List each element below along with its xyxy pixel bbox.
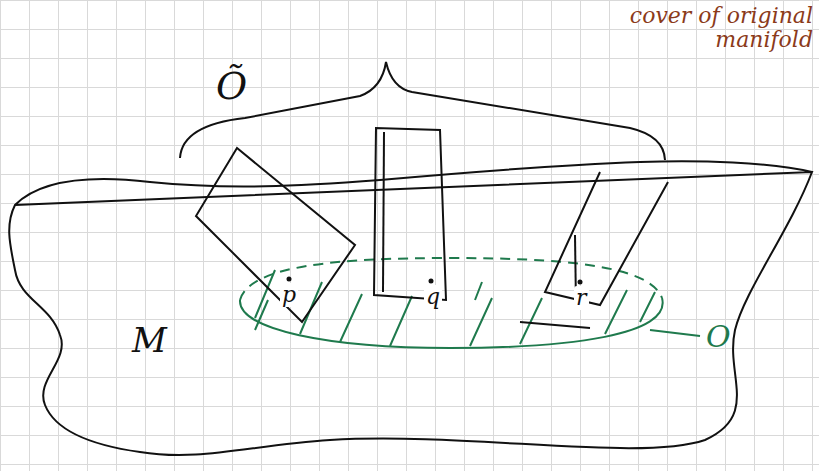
cover-label: Õ — [214, 66, 249, 108]
manifold-outline — [9, 161, 812, 455]
point-label: r — [574, 286, 589, 310]
brace — [180, 62, 665, 160]
point-label: q — [424, 285, 442, 309]
point-label: p — [280, 283, 298, 307]
manifold-label: M — [130, 322, 169, 359]
open-set — [240, 258, 700, 348]
cover-sheets — [196, 128, 668, 328]
points — [287, 277, 583, 285]
note: cover of original manifold — [611, 4, 815, 52]
open-set-label: O — [704, 320, 733, 353]
